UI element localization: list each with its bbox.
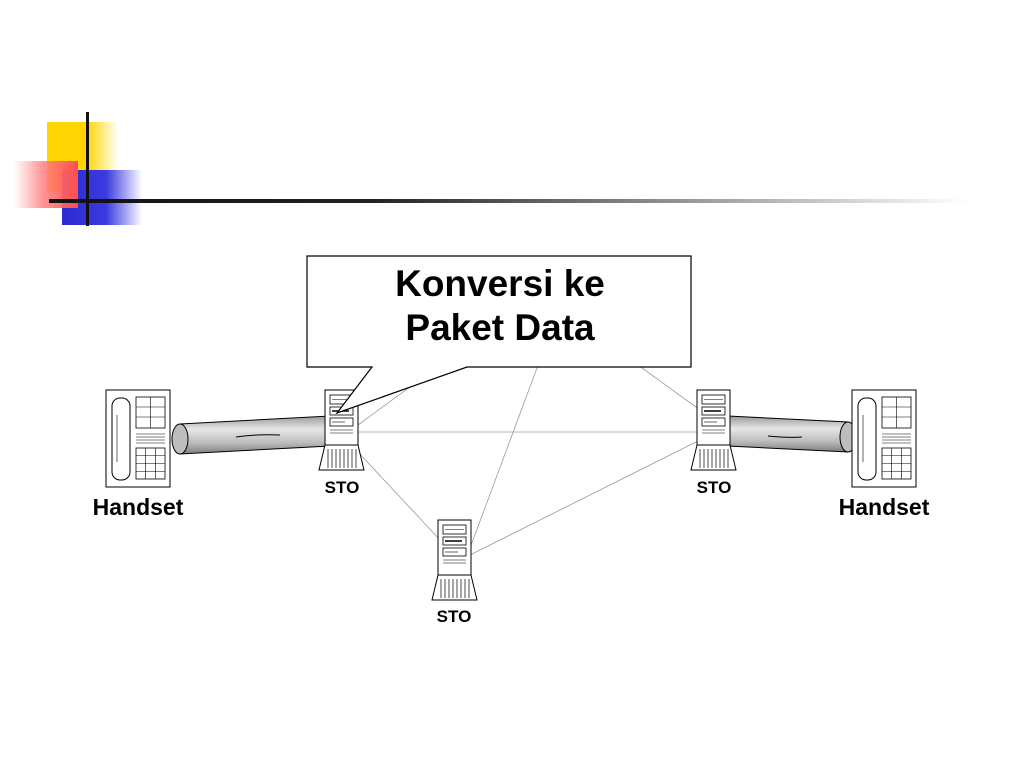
network-links bbox=[357, 359, 701, 556]
left-cable bbox=[171, 415, 331, 455]
callout-title-line-1: Konversi ke bbox=[395, 263, 605, 304]
right-cable bbox=[727, 415, 857, 453]
left-handset-phone-icon bbox=[105, 389, 171, 488]
bottom-sto-server-icon bbox=[431, 519, 478, 601]
right-handset-phone-icon bbox=[851, 389, 917, 488]
sto-bottom-label: STO bbox=[436, 607, 472, 626]
callout-box bbox=[306, 255, 692, 415]
handset-left-label: Handset bbox=[92, 494, 184, 520]
callout-title-line-2: Paket Data bbox=[405, 307, 595, 348]
right-sto-server-icon bbox=[690, 389, 737, 471]
callout-title: Konversi ke Paket Data bbox=[310, 262, 690, 350]
sto-left-label: STO bbox=[324, 478, 360, 497]
sto-right-label: STO bbox=[696, 478, 732, 497]
ornament-vertical-line bbox=[86, 112, 89, 226]
header-divider-line bbox=[49, 199, 969, 203]
handset-right-label: Handset bbox=[838, 494, 930, 520]
